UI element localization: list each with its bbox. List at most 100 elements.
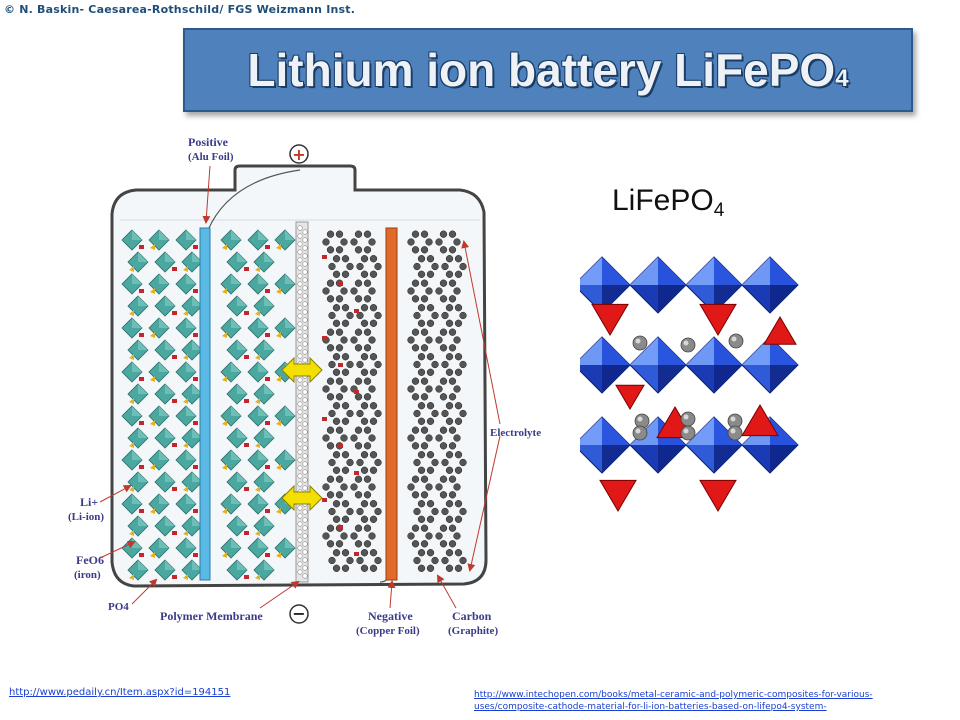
battery-diagram: + − Positive (Alu Foil) Electrolyte Li+ … bbox=[68, 135, 541, 637]
membrane-pore bbox=[302, 309, 308, 315]
membrane-pore bbox=[297, 393, 303, 399]
minus-terminal-icon bbox=[289, 604, 309, 624]
feo6-octahedron bbox=[148, 493, 170, 515]
feo6-octahedron bbox=[247, 229, 270, 251]
feo6-label: FeO6 bbox=[76, 553, 104, 567]
graphite-ring bbox=[413, 304, 439, 327]
feo6-octahedron bbox=[127, 295, 149, 317]
graphite-ring bbox=[435, 328, 461, 352]
feo6-octahedron bbox=[121, 493, 144, 515]
feo6-octahedron bbox=[253, 251, 275, 273]
carbon-label: Carbon bbox=[452, 609, 492, 623]
slide-title: Lithium ion battery LiFePO4 bbox=[247, 44, 849, 96]
li-atom bbox=[632, 425, 648, 441]
graphite-ring bbox=[356, 255, 382, 278]
membrane-pore bbox=[297, 537, 303, 543]
feo6-octahedron bbox=[175, 361, 198, 383]
membrane-pore bbox=[302, 461, 308, 467]
membrane-pore bbox=[297, 273, 303, 279]
feo6-octahedron bbox=[685, 336, 743, 394]
feo6-octahedron bbox=[154, 295, 177, 317]
li-ion-dot bbox=[338, 282, 343, 286]
source-link-pedaily[interactable]: http://www.pedaily.cn/Item.aspx?id=19415… bbox=[9, 687, 231, 698]
graphite-ring bbox=[435, 475, 461, 499]
graphite-ring bbox=[356, 451, 382, 474]
li-ion-dot bbox=[338, 525, 343, 529]
feo6-octahedron bbox=[175, 449, 198, 471]
graphite-ring bbox=[407, 426, 433, 450]
graphite-ring bbox=[356, 304, 382, 327]
feo6-octahedron bbox=[154, 515, 177, 537]
feo6-octahedron bbox=[226, 559, 249, 581]
membrane-pore bbox=[302, 509, 308, 515]
graphite-ring bbox=[328, 402, 354, 425]
membrane-pore bbox=[302, 413, 308, 419]
membrane-pore bbox=[297, 233, 303, 239]
graphite-ring bbox=[356, 549, 382, 572]
feo6-octahedron bbox=[121, 405, 144, 427]
li-ion-dot bbox=[354, 471, 359, 475]
graphite-ring bbox=[413, 500, 439, 523]
membrane-pore bbox=[297, 553, 303, 559]
feo6-octahedron bbox=[121, 273, 144, 295]
feo6-octahedron bbox=[127, 339, 149, 361]
feo6-octahedron bbox=[580, 416, 631, 474]
membrane-pore bbox=[302, 277, 308, 283]
feo6-octahedron bbox=[741, 256, 799, 314]
membrane-pore bbox=[302, 469, 308, 475]
feo6-octahedron bbox=[247, 317, 270, 339]
graphite-ring bbox=[328, 549, 354, 572]
po4-label: PO4 bbox=[108, 601, 129, 613]
membrane-pore bbox=[297, 473, 303, 479]
feo6-octahedron bbox=[154, 471, 177, 493]
feo6-octahedron bbox=[121, 361, 144, 383]
membrane-pore bbox=[297, 545, 303, 551]
membrane-pore bbox=[302, 333, 308, 339]
graphite-ring bbox=[322, 475, 348, 499]
graphite-ring bbox=[322, 377, 348, 401]
li-ion-dot bbox=[338, 444, 343, 448]
membrane-pore bbox=[297, 401, 303, 407]
membrane-pore bbox=[302, 245, 308, 251]
membrane-pore bbox=[297, 241, 303, 247]
feo6-octahedron bbox=[154, 559, 177, 581]
membrane-pore bbox=[302, 261, 308, 267]
membrane-pore bbox=[302, 397, 308, 403]
feo6-octahedron bbox=[226, 383, 249, 405]
membrane-pore bbox=[297, 449, 303, 455]
membrane-pore bbox=[297, 521, 303, 527]
feo6-octahedron bbox=[127, 559, 149, 581]
cathode-lattice bbox=[121, 229, 296, 581]
membrane-pore bbox=[302, 445, 308, 451]
feo6-octahedron bbox=[226, 339, 249, 361]
graphite-ring bbox=[413, 549, 439, 572]
feo6-octahedron bbox=[127, 427, 149, 449]
membrane-pore bbox=[297, 337, 303, 343]
graphite-ring bbox=[350, 279, 376, 303]
negative-sublabel: (Copper Foil) bbox=[356, 625, 420, 637]
membrane-pore bbox=[302, 477, 308, 483]
feo6-octahedron bbox=[148, 537, 170, 559]
feo6-octahedron bbox=[253, 427, 275, 449]
graphite-ring bbox=[435, 524, 461, 548]
membrane-pore bbox=[302, 405, 308, 411]
feo6-octahedron bbox=[226, 251, 249, 273]
feo6-octahedron bbox=[741, 336, 799, 394]
li-atom bbox=[632, 335, 648, 351]
source-link-intechopen[interactable]: http://www.intechopen.com/books/metal-ce… bbox=[474, 690, 873, 712]
graphite-ring bbox=[350, 230, 376, 254]
feo6-octahedron bbox=[154, 383, 177, 405]
title-banner: Lithium ion battery LiFePO4 bbox=[183, 28, 913, 112]
membrane-pore bbox=[302, 565, 308, 571]
membrane-pore bbox=[302, 453, 308, 459]
feo6-octahedron bbox=[274, 537, 296, 559]
feo6-octahedron bbox=[247, 449, 270, 471]
feo6-octahedron bbox=[685, 256, 743, 314]
feo6-octahedron bbox=[220, 361, 242, 383]
graphite-ring bbox=[350, 328, 376, 352]
membrane-pore bbox=[302, 517, 308, 523]
membrane-pore bbox=[297, 465, 303, 471]
graphite-ring bbox=[356, 353, 382, 376]
feo6-octahedron bbox=[247, 361, 270, 383]
membrane-pore bbox=[302, 349, 308, 355]
